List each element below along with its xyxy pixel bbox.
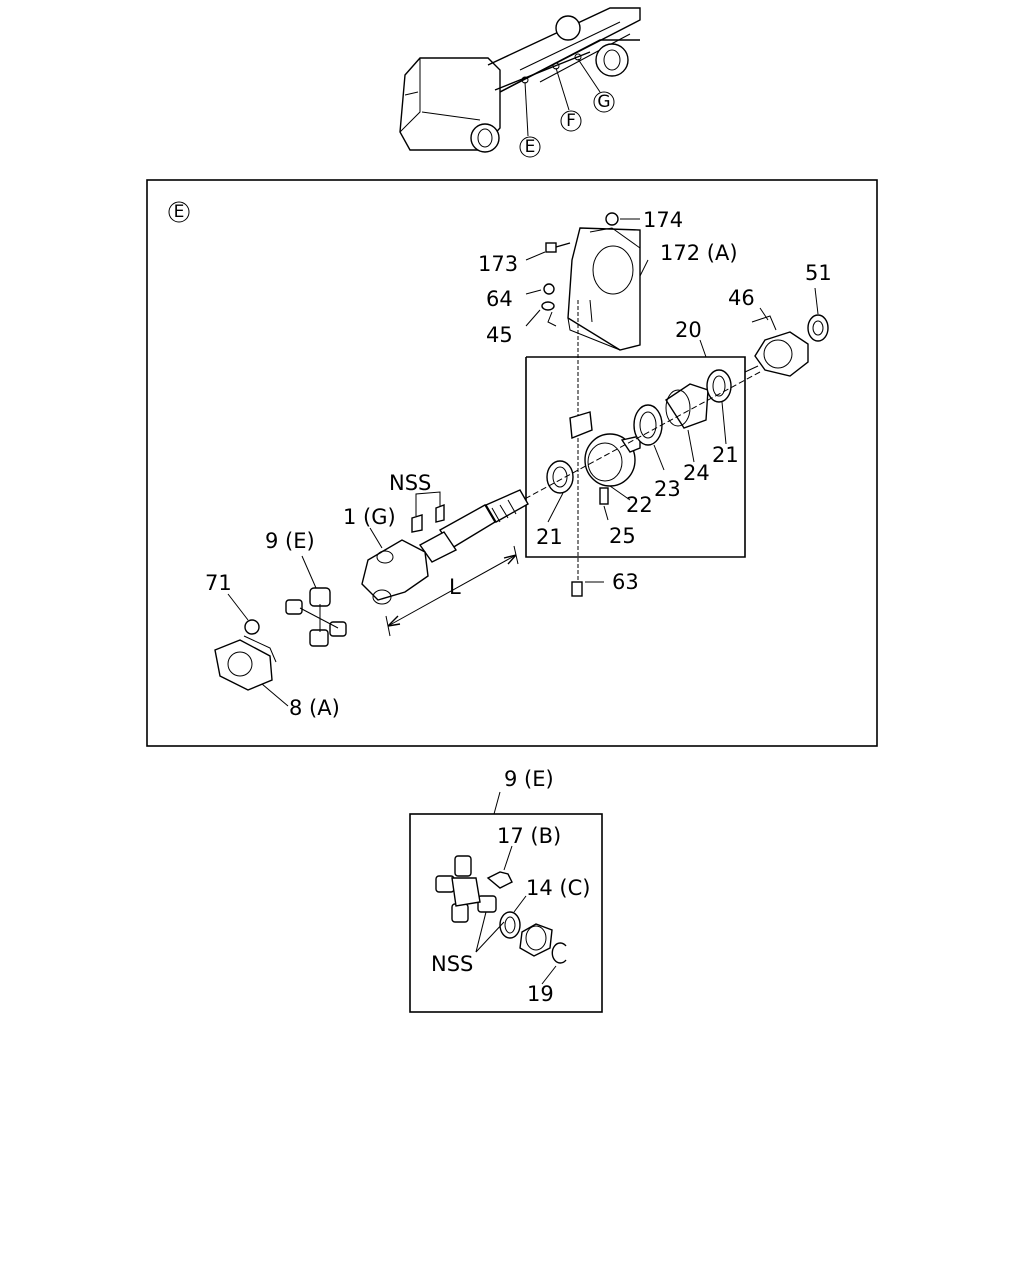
grease-fitting-17 [486,845,513,889]
nut-64 [525,283,555,295]
label-173: 173 [478,252,518,276]
marker-circle-g [593,91,615,113]
detail-view-frame [409,813,603,1013]
label-174: 174 [643,208,683,232]
nut-71 [227,593,260,635]
dimension-l [385,545,519,637]
snap-ring-19 [541,942,567,985]
bearing-23 [633,404,665,471]
label-dimension-l: L [449,575,461,599]
label-51: 51 [805,261,832,285]
bearing-cup [519,923,553,957]
label-63: 63 [612,570,639,594]
main-view-frame [146,179,878,747]
grease-nipple-25 [599,487,609,521]
detail-label-14: 14 (C) [526,876,590,900]
detail-label-nss: NSS [431,952,473,976]
label-22: 22 [626,493,653,517]
detail-view: 9 (E) [409,767,603,1013]
subassembly-20-frame [525,356,746,558]
label-71: 71 [205,571,232,595]
detail-label-17: 17 (B) [497,824,561,848]
label-nss: NSS [389,471,431,495]
spider-cross [435,855,497,923]
bearing-holder-22 [569,411,641,501]
seal-21-right [706,369,732,445]
label-21-right: 21 [712,443,739,467]
bracket-172 [567,227,641,351]
yoke-1 [361,527,429,605]
truck-overview: E F G [399,7,641,158]
label-25: 25 [609,524,636,548]
overview-marker-f: F [566,111,576,131]
label-45: 45 [486,323,513,347]
seal-21-left [546,460,574,523]
nut-174 [605,212,640,226]
label-23: 23 [654,477,681,501]
nut-51 [807,287,829,342]
main-view: E [146,179,878,747]
label-8: 8 (A) [289,696,340,720]
flange-46 [744,315,809,377]
marker-circle-e [519,136,541,158]
label-21-left: 21 [536,525,563,549]
main-view-marker: E [174,202,185,222]
label-1: 1 (G) [343,505,396,529]
flange-yoke-8 [214,635,289,707]
bolt-173 [525,242,571,261]
washer-45 [525,301,557,327]
cushion-24 [665,383,709,463]
detail-label-19: 19 [527,982,554,1006]
label-172: 172 (A) [660,241,738,265]
detail-view-title: 9 (E) [504,767,554,791]
nss-clips [411,491,445,533]
label-64: 64 [486,287,513,311]
overview-marker-g: G [597,92,610,112]
label-46: 46 [728,286,755,310]
label-24: 24 [683,461,710,485]
propeller-shaft [418,489,529,563]
marker-circle-f [560,110,582,132]
label-9: 9 (E) [265,529,315,553]
universal-joint-9 [285,555,347,647]
bolt-63 [571,581,604,597]
label-20: 20 [675,318,702,342]
main-view-marker-circle [168,201,190,223]
overview-marker-e: E [525,137,536,157]
seal-14 [499,895,527,939]
